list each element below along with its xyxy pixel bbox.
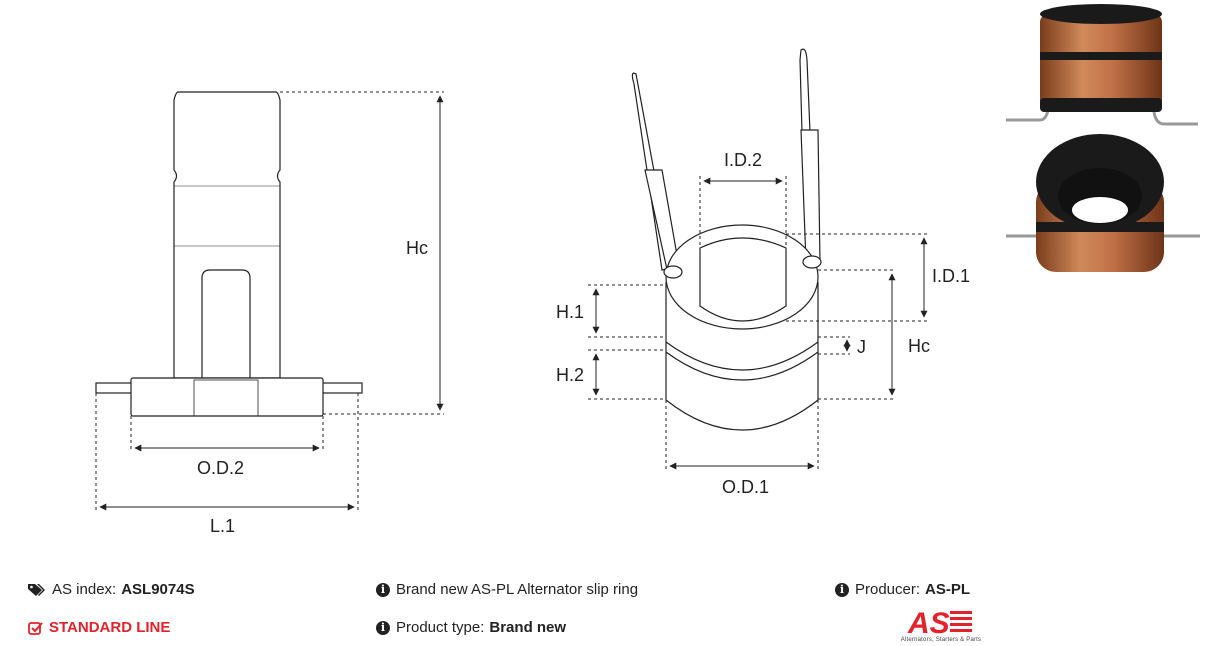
checkbox-icon [28,621,43,635]
producer-value: AS-PL [925,581,971,598]
as-index-label: AS index: [52,581,117,598]
label-hc-right: Hc [908,336,930,356]
svg-text:AS: AS [907,607,950,637]
label-od1: O.D.1 [722,477,769,497]
info-icon: i [376,582,390,597]
info-icon: i [835,582,849,597]
as-logo-mark: AS [907,607,972,640]
standard-line-label: STANDARD LINE [49,619,171,636]
info-icon: i [376,620,390,635]
product-type-row: i Product type: Brand new [376,619,566,636]
producer-label: Producer: [855,581,921,598]
producer-row: i Producer: AS-PL [835,581,970,598]
product-photo-top [1006,4,1198,126]
product-type-label: Product type: [396,619,485,636]
technical-drawing: Hc O.D.2 L.1 I. [95,4,1200,536]
standard-line-row: STANDARD LINE [28,619,170,636]
as-index-row: AS index: ASL9074S [28,581,195,598]
label-id1: I.D.1 [932,266,970,286]
label-h2: H.2 [556,365,584,385]
tags-icon [28,583,45,596]
product-type-value: Brand new [489,619,567,636]
label-l1: L.1 [210,516,235,536]
isometric-view-dimensions [588,176,928,472]
description-text: Brand new AS-PL Alternator slip ring [396,581,639,598]
logo-tagline: Alternators, Starters & Parts [900,637,982,643]
label-hc-left: Hc [406,238,428,258]
label-h1: H.1 [556,302,584,322]
description-row: i Brand new AS-PL Alternator slip ring [376,581,638,598]
label-id2: I.D.2 [724,150,762,170]
label-j: J [857,337,866,357]
product-photo-bottom [1006,134,1200,272]
side-view-drawing [95,91,363,417]
as-pl-logo: AS Alternators, Starters & Parts [886,605,996,645]
isometric-view-drawing [631,48,822,431]
label-od2: O.D.2 [197,458,244,478]
side-view-dimensions [95,91,444,512]
as-index-value: ASL9074S [121,581,195,598]
